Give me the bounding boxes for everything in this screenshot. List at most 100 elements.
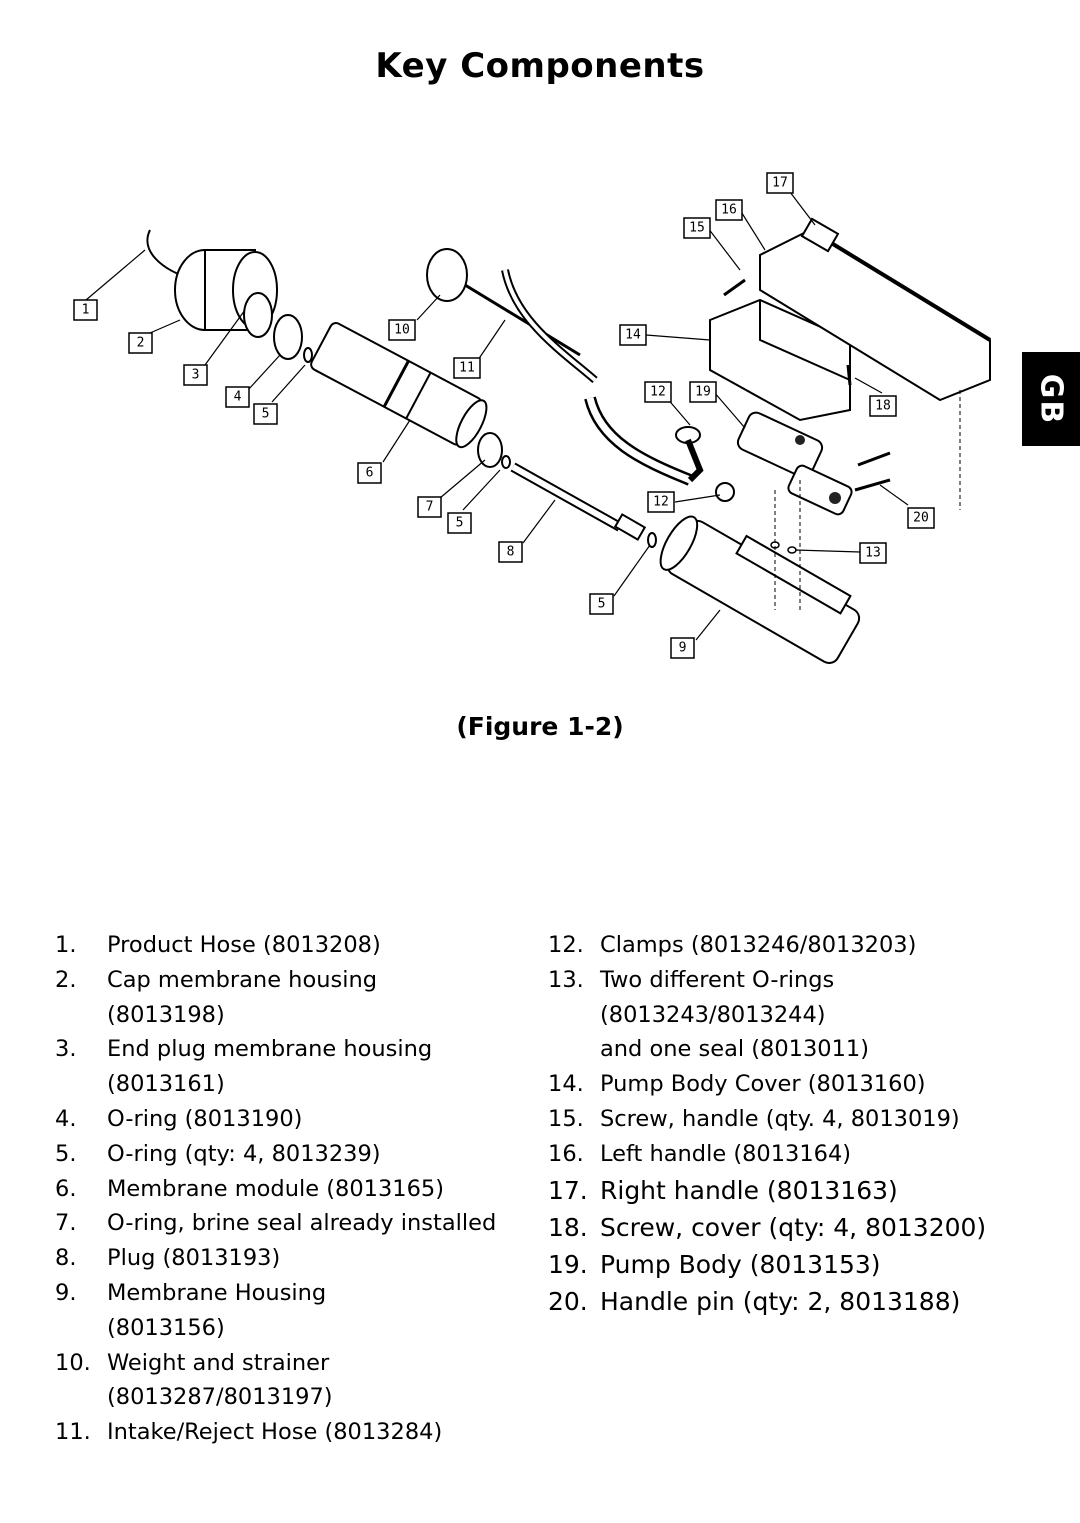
- parts-list-item-text: Membrane module (8013165): [107, 1175, 444, 1202]
- parts-list-item-text: Two different O-rings (8013243/8013244) …: [600, 966, 870, 1063]
- svg-text:17: 17: [772, 176, 788, 191]
- parts-list-item-text: Membrane Housing (8013156): [107, 1279, 327, 1341]
- plug: [510, 462, 647, 541]
- parts-list-item-number: 20.: [548, 1286, 588, 1316]
- svg-text:7: 7: [426, 500, 434, 515]
- parts-list-item-number: 9.: [55, 1279, 77, 1306]
- o-ring-4: [273, 314, 303, 360]
- parts-list-item-text: Screw, cover (qty: 4, 8013200): [600, 1212, 987, 1242]
- parts-list-item-number: 8.: [55, 1245, 77, 1272]
- callout-16: 16: [715, 199, 743, 221]
- svg-text:19: 19: [695, 385, 711, 400]
- parts-list-item-text: O-ring (qty: 4, 8013239): [107, 1140, 381, 1167]
- callout-labels: 1 2 3 4 5 5 5 6 7 8 9 10 11 12 12 13 14 …: [73, 172, 935, 659]
- callout-2: 2: [128, 332, 153, 354]
- parts-list-item-text: Pump Body (8013153): [600, 1249, 881, 1279]
- parts-list-item-text: Handle pin (qty: 2, 8013188): [600, 1286, 961, 1316]
- parts-list-item: 15. Screw, handle (qty. 4, 8013019): [548, 1102, 1048, 1137]
- parts-list-item-number: 6.: [55, 1175, 77, 1202]
- callout-12a: 12: [644, 381, 672, 403]
- parts-list-item: 19. Pump Body (8013153): [548, 1246, 1048, 1283]
- svg-text:14: 14: [625, 328, 641, 343]
- callout-18: 18: [869, 395, 897, 417]
- parts-list-left: 1. Product Hose (8013208) 2. Cap membrane h…: [55, 928, 515, 1450]
- parts-list-item: 3. End plug membrane housing (8013161): [55, 1032, 515, 1102]
- svg-text:3: 3: [192, 368, 200, 383]
- callout-12b: 12: [647, 491, 675, 513]
- svg-text:1: 1: [82, 303, 90, 318]
- parts-list-item-number: 13.: [548, 966, 584, 993]
- parts-list-item-text: Left handle (8013164): [600, 1140, 852, 1167]
- callout-9: 9: [670, 637, 695, 659]
- cap-membrane-housing: [174, 249, 278, 338]
- parts-list-item-number: 1.: [55, 932, 77, 958]
- parts-list-item: 7.O-ring, brine seal already installed: [55, 1206, 515, 1241]
- callout-14: 14: [619, 324, 647, 346]
- screw-handle: [723, 278, 746, 297]
- callout-4: 4: [225, 386, 250, 408]
- parts-list-item: 14. Pump Body Cover (8013160): [548, 1067, 1048, 1102]
- page-title: Key Components: [375, 46, 705, 86]
- svg-text:10: 10: [394, 323, 410, 338]
- membrane-housing: [659, 515, 861, 664]
- callout-3: 3: [183, 364, 208, 386]
- parts-list-item: 17.Right handle (8013163): [548, 1172, 1048, 1209]
- parts-list-item: 1. Product Hose (8013208): [55, 928, 515, 963]
- svg-text:12: 12: [650, 385, 666, 400]
- parts-list-item: 13. Two different O-rings (8013243/801324…: [548, 963, 1048, 1067]
- svg-text:20: 20: [913, 511, 929, 526]
- parts-list-item-number: 12.: [548, 932, 584, 958]
- svg-text:5: 5: [456, 516, 464, 531]
- o-ring-5a: [303, 347, 313, 363]
- handles: [759, 217, 992, 402]
- callout-6: 6: [357, 462, 382, 484]
- parts-list-item: 9. Membrane Housing (8013156): [55, 1276, 515, 1346]
- o-ring-7: [477, 432, 503, 468]
- parts-list-item-text: Screw, handle (qty. 4, 8013019): [600, 1105, 960, 1132]
- parts-list-item-text: Plug (8013193): [107, 1245, 281, 1272]
- parts-list-item-text: Pump Body Cover (8013160): [600, 1071, 926, 1098]
- callout-1: 1: [73, 299, 98, 321]
- parts-list-item: 18. Screw, cover (qty: 4, 8013200): [548, 1209, 1048, 1246]
- parts-list-right: 12. Clamps (8013246/8013203) 13. Two differ…: [548, 928, 1048, 1320]
- parts-list-item-number: 19.: [548, 1249, 588, 1279]
- parts-list-item: 5. O-ring (qty: 4, 8013239): [55, 1137, 515, 1172]
- parts-list-item-number: 10.: [55, 1349, 91, 1376]
- parts-list-item-number: 2.: [55, 966, 77, 993]
- callout-11: 11: [453, 357, 481, 379]
- callout-15: 15: [683, 217, 711, 239]
- svg-text:5: 5: [262, 407, 270, 422]
- exploded-parts-diagram: [85, 191, 992, 664]
- svg-text:9: 9: [679, 641, 687, 656]
- callout-5b: 5: [447, 512, 472, 534]
- parts-list-item-text: Cap membrane housing (8013198): [107, 966, 377, 1028]
- svg-text:18: 18: [875, 399, 891, 414]
- language-tab-label: GB: [1033, 373, 1069, 425]
- parts-list-item-text: End plug membrane housing (8013161): [107, 1036, 433, 1098]
- parts-list-item-text: O-ring, brine seal already installed: [107, 1210, 497, 1237]
- parts-list-item-number: 18.: [548, 1212, 588, 1242]
- parts-list-item-number: 15.: [548, 1105, 584, 1132]
- parts-list-item: 20. Handle pin (qty: 2, 8013188): [548, 1283, 1048, 1320]
- parts-list-item-number: 14.: [548, 1071, 584, 1098]
- callout-10: 10: [388, 319, 416, 341]
- svg-text:11: 11: [459, 361, 475, 376]
- callout-5a: 5: [253, 403, 278, 425]
- parts-list-item-number: 4.: [55, 1105, 77, 1132]
- parts-list-item-text: Clamps (8013246/8013203): [600, 932, 917, 958]
- parts-list-item-text: Intake/Reject Hose (8013284): [107, 1419, 443, 1446]
- parts-list-item: 12. Clamps (8013246/8013203): [548, 928, 1048, 963]
- svg-text:2: 2: [137, 336, 145, 351]
- parts-list-item-number: 11.: [55, 1419, 91, 1446]
- parts-list-item-number: 16.: [548, 1140, 584, 1167]
- svg-text:4: 4: [234, 390, 242, 405]
- parts-list-item-number: 5.: [55, 1140, 77, 1167]
- callout-8: 8: [498, 541, 523, 563]
- parts-list-item-text: Product Hose (8013208): [107, 932, 381, 958]
- svg-text:15: 15: [689, 221, 705, 236]
- parts-list-item: 11. Intake/Reject Hose (8013284): [55, 1415, 515, 1450]
- figure-caption: (Figure 1-2): [456, 712, 624, 741]
- parts-list-item: 2. Cap membrane housing (8013198): [55, 963, 515, 1033]
- parts-list-item-number: 3.: [55, 1036, 77, 1063]
- svg-text:12: 12: [653, 495, 669, 510]
